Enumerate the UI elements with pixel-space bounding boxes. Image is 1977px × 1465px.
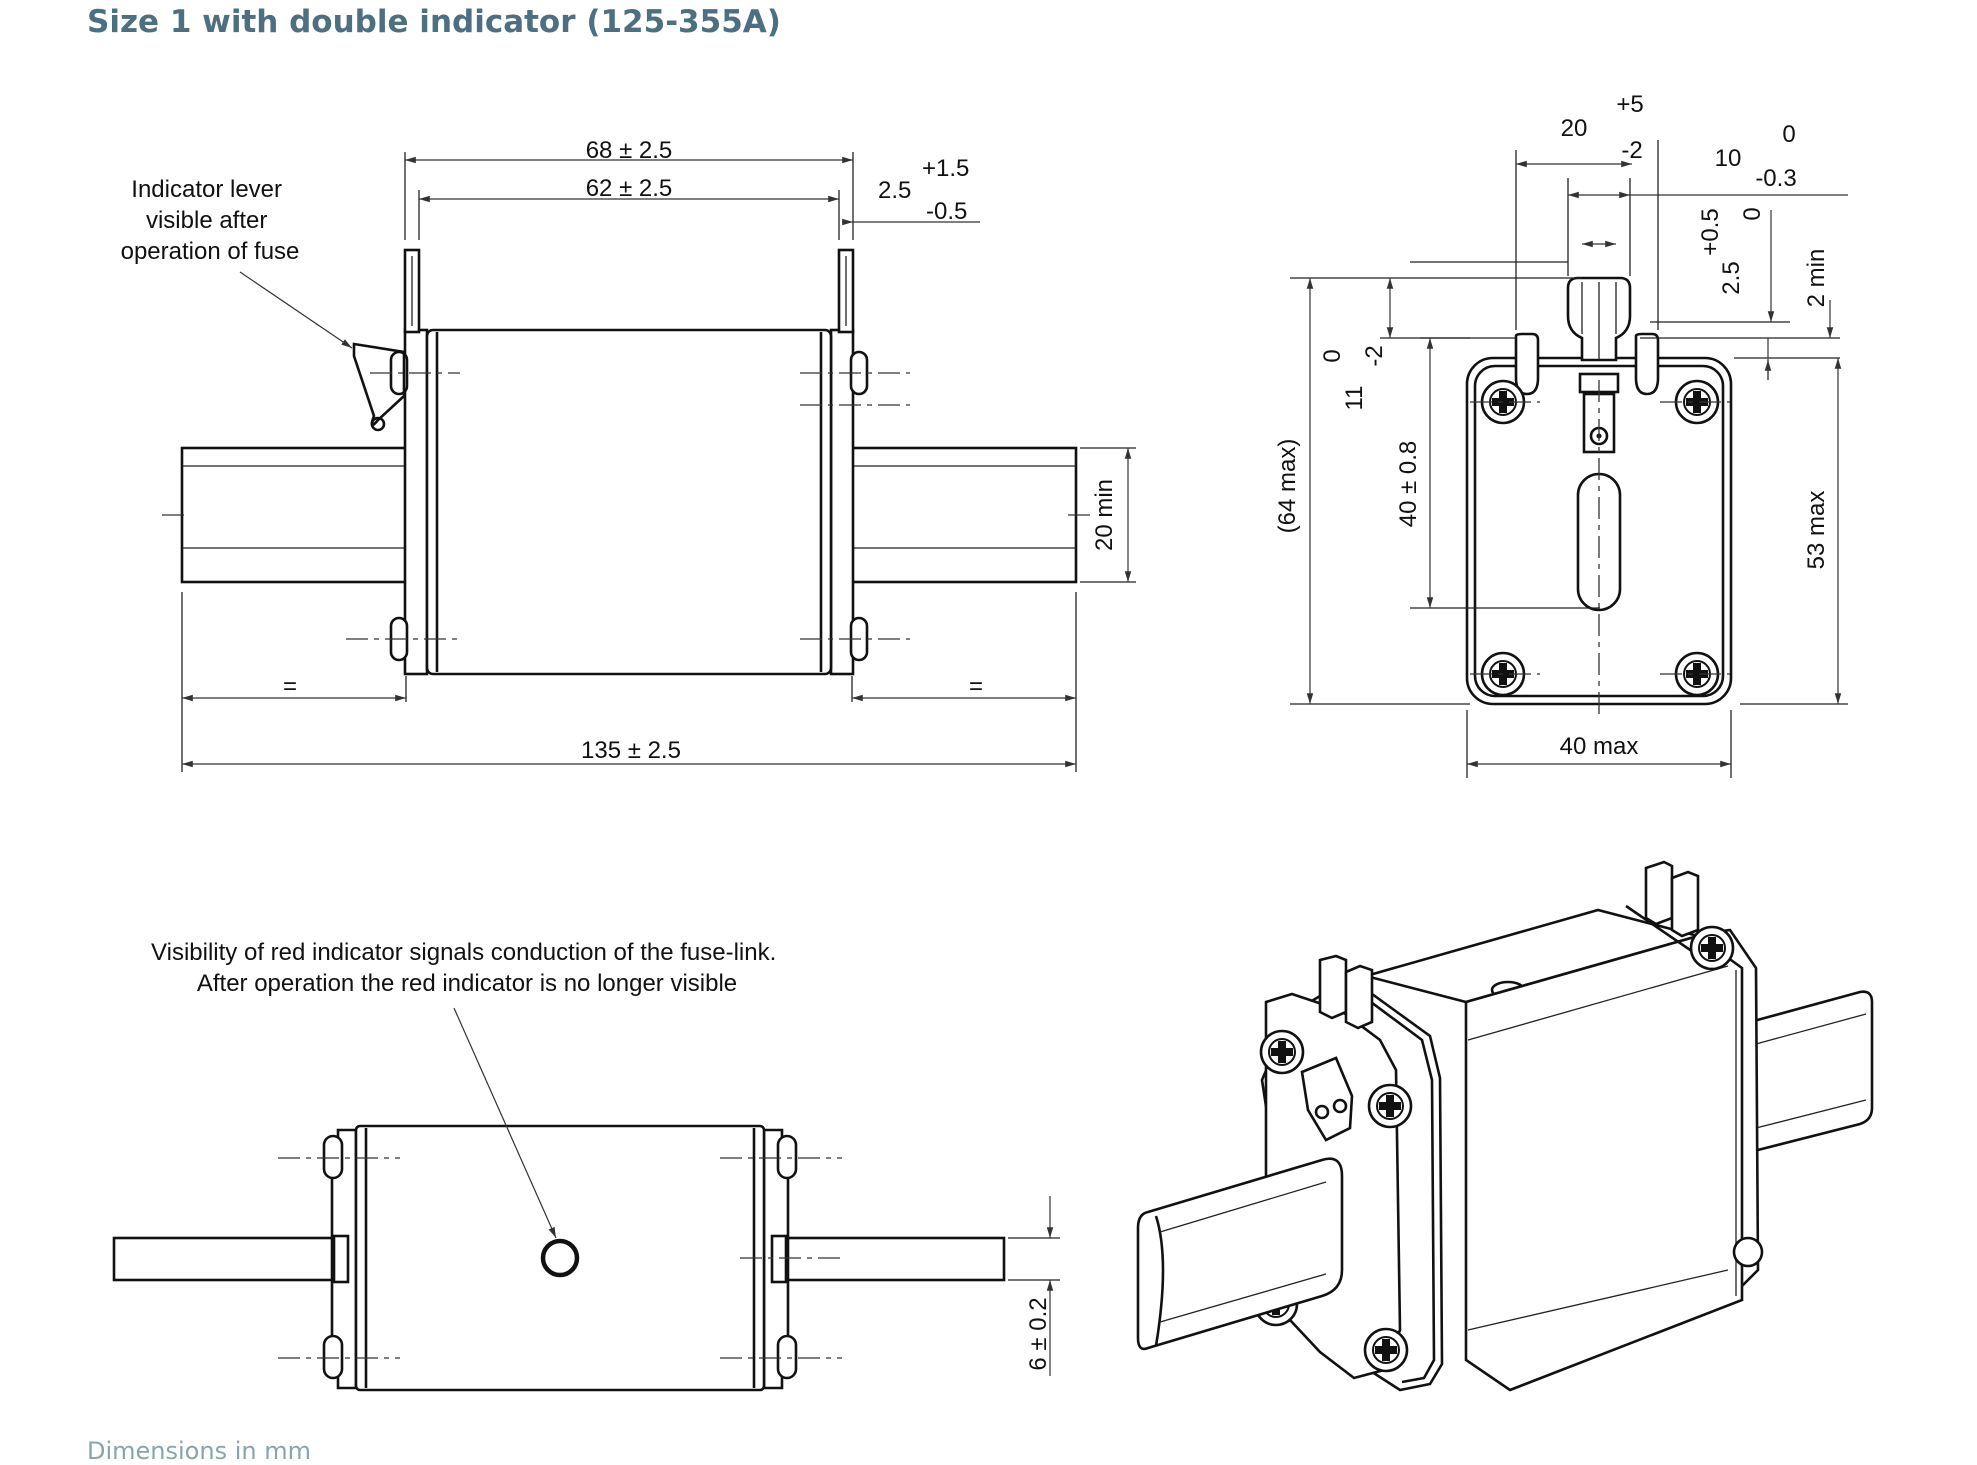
dim-equal-left: =: [283, 673, 297, 700]
blade-right: [850, 446, 1078, 584]
lever-note: Indicator lever visible after operation …: [121, 176, 300, 265]
dim-64max: (64 max): [1274, 439, 1301, 534]
indicator-note: Visibility of red indicator signals cond…: [151, 939, 783, 997]
dim-10-minus: -0.3: [1755, 165, 1796, 192]
dim-68: 68 ± 2.5: [586, 137, 673, 164]
dim-6: 6 ± 0.2: [1025, 1297, 1052, 1370]
dim-25-plus: +0.5: [1697, 208, 1724, 255]
fuse-body: [425, 328, 833, 676]
dim-11-plus: 0: [1319, 349, 1346, 362]
dim-blade-thk-minus: -0.5: [926, 198, 967, 225]
side-view: 68 ± 2.5 62 ± 2.5 2.5 +1.5 -0.5 20 min =…: [121, 137, 1136, 772]
dim-40: 40 ± 0.8: [1395, 441, 1422, 528]
dim-20: 20: [1561, 115, 1588, 142]
blade-left: [180, 446, 408, 584]
dim-overall: 135 ± 2.5: [581, 737, 681, 764]
dim-2min: 2 min: [1803, 249, 1830, 308]
footnote: Dimensions in mm: [87, 1437, 311, 1465]
dim-11-minus: -2: [1361, 345, 1388, 366]
red-indicator: [540, 1238, 580, 1278]
dim-blade-thk: 2.5: [878, 177, 911, 204]
dim-blade-thk-plus: +1.5: [922, 155, 969, 182]
top-blade-left: [112, 1236, 340, 1282]
top-view: 6 ± 0.2 Visibility of red indicator sign…: [112, 939, 1060, 1392]
end-view: 20 +5 -2 10 0 -0.3 2.5 +0.5 0 2 min 53 m…: [1274, 91, 1848, 778]
dim-10-plus: 0: [1782, 121, 1795, 148]
dim-10: 10: [1715, 145, 1742, 172]
dim-11: 11: [1341, 386, 1368, 411]
top-blade-right: [778, 1236, 1006, 1282]
dim-25: 2.5: [1718, 261, 1745, 294]
page-title: Size 1 with double indicator (125-355A): [87, 4, 781, 40]
iso-front-blade: [1136, 1157, 1344, 1351]
dim-equal-right: =: [969, 673, 983, 700]
dim-20-plus: +5: [1616, 91, 1643, 118]
dim-25-minus: 0: [1739, 207, 1766, 220]
dim-62: 62 ± 2.5: [586, 175, 673, 202]
dim-53max: 53 max: [1803, 491, 1830, 570]
dim-20-minus: -2: [1621, 137, 1642, 164]
isometric-view: [1136, 860, 1874, 1392]
dim-40max: 40 max: [1560, 733, 1639, 760]
dim-blade-height: 20 min: [1091, 479, 1118, 551]
